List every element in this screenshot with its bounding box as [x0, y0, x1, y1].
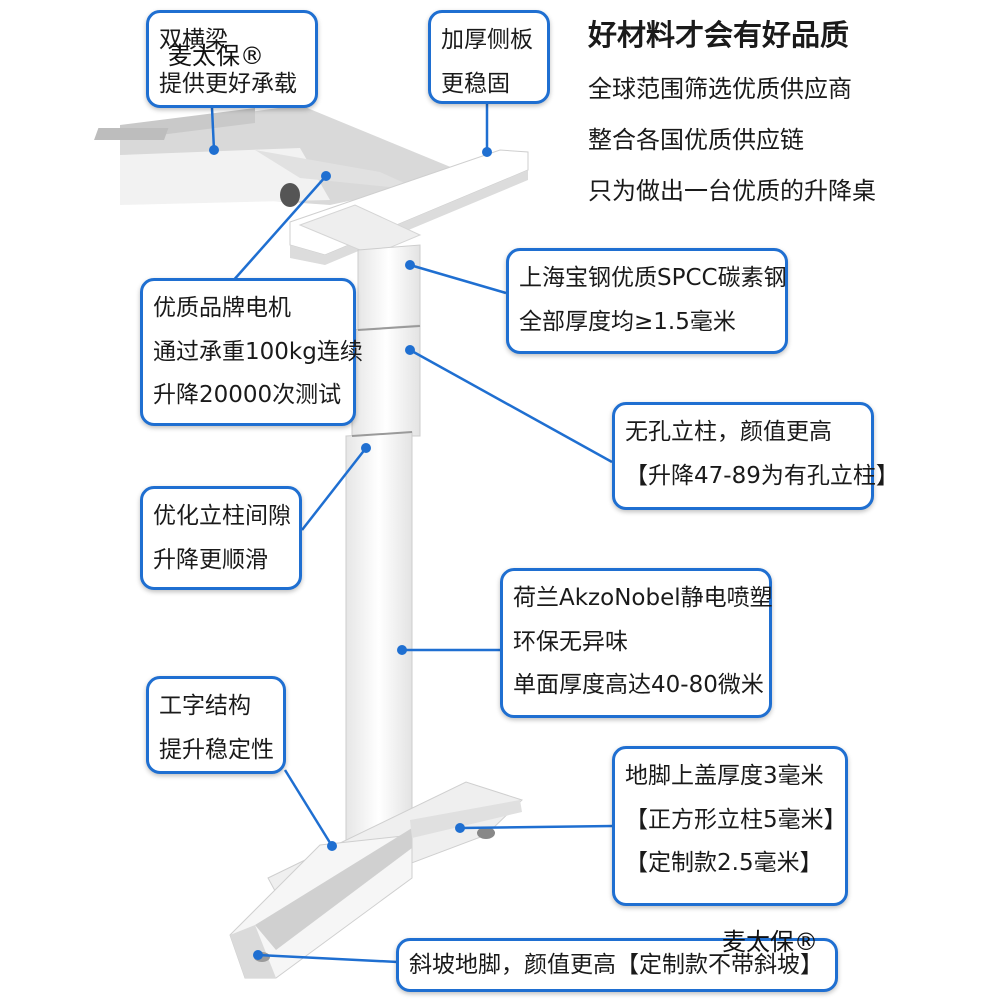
foot-base — [229, 781, 523, 979]
leader-lines — [209, 103, 614, 964]
callout-text: 【定制款2.5毫米】 — [625, 850, 823, 877]
slogan-line: 整合各国优质供应链 — [588, 126, 804, 154]
callout-side-plate: 加厚侧板 更稳固 — [428, 10, 550, 104]
callout-text: 双横梁 — [159, 27, 228, 53]
callout-text: 优质品牌电机 — [153, 295, 291, 321]
callout-i-structure: 工字结构 提升稳定性 — [146, 676, 286, 774]
callout-foot-cover: 地脚上盖厚度3毫米 【正方形立柱5毫米】 【定制款2.5毫米】 — [612, 746, 848, 906]
slogan-line: 只为做出一台优质的升降桌 — [588, 177, 876, 205]
callout-double-beam: 双横梁 提供更好承载 — [146, 10, 318, 108]
callout-text: 升降更顺滑 — [153, 546, 268, 573]
callout-text: 【升降47-89为有孔立柱】 — [625, 462, 899, 489]
callout-slope-foot: 斜坡地脚，颜值更高【定制款不带斜坡】 — [396, 938, 838, 992]
callout-motor: 优质品牌电机 通过承重100kg连续 升降20000次测试 — [140, 278, 363, 426]
callout-text: 更稳固 — [441, 70, 510, 97]
desk-side-plate — [289, 149, 529, 265]
callout-text: 优化立柱间隙 — [153, 503, 291, 529]
callout-text: 斜坡地脚，颜值更高【定制款不带斜坡】 — [409, 952, 823, 978]
callout-text: 升降20000次测试 — [153, 382, 342, 409]
callout-text: 提供更好承载 — [159, 70, 297, 97]
callout-column: 无孔立柱，颜值更高 【升降47-89为有孔立柱】 — [612, 402, 899, 510]
callout-text: 通过承重100kg连续 — [153, 338, 363, 365]
callout-text: 环保无异味 — [513, 628, 628, 655]
callout-text: 提升稳定性 — [159, 736, 274, 763]
callout-steel: 上海宝钢优质SPCC碳素钢 全部厚度均≥1.5毫米 — [506, 248, 788, 354]
callout-text: 荷兰AkzoNobel静电喷塑 — [513, 585, 773, 611]
callout-text: 上海宝钢优质SPCC碳素钢 — [519, 265, 787, 291]
callout-text: 地脚上盖厚度3毫米 — [625, 763, 824, 789]
callout-text: 【正方形立柱5毫米】 — [625, 806, 847, 833]
slogan-block: 好材料才会有好品质 全球范围筛选优质供应商 整合各国优质供应链 只为做出一台优质… — [588, 12, 888, 217]
callout-text: 工字结构 — [159, 693, 251, 719]
watermark: 麦太保® — [168, 42, 264, 70]
callout-text: 全部厚度均≥1.5毫米 — [519, 308, 736, 335]
watermark: 麦太保® — [722, 928, 818, 956]
callout-coating: 荷兰AkzoNobel静电喷塑 环保无异味 单面厚度高达40-80微米 — [500, 568, 773, 718]
slogan-title: 好材料才会有好品质 — [588, 18, 850, 52]
callout-text: 无孔立柱，颜值更高 — [625, 419, 832, 445]
callout-gap: 优化立柱间隙 升降更顺滑 — [140, 486, 302, 590]
lifting-column — [345, 244, 421, 863]
callout-text: 单面厚度高达40-80微米 — [513, 672, 764, 699]
slogan-line: 全球范围筛选优质供应商 — [588, 75, 852, 103]
callout-text: 加厚侧板 — [441, 27, 533, 53]
desk-beam-frame — [94, 105, 470, 207]
